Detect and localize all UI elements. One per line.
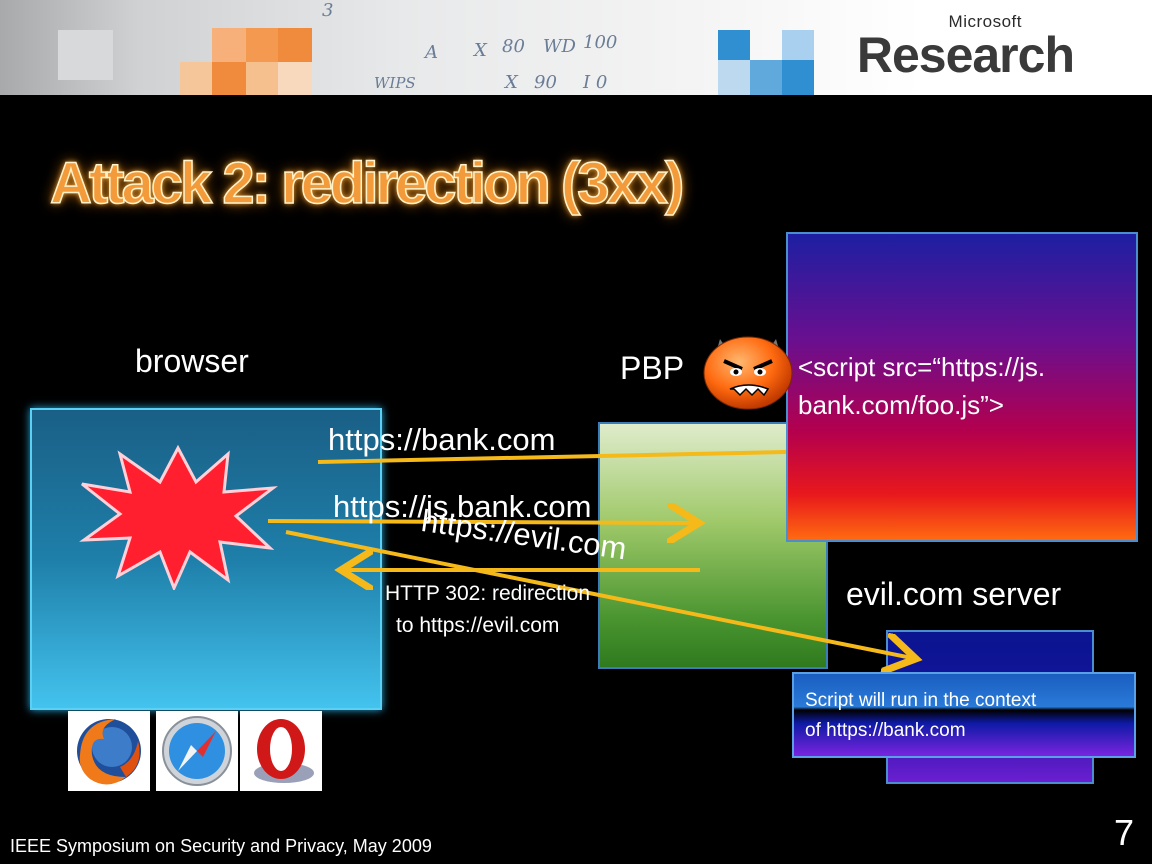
sketch-mark: WIPS [374, 74, 416, 92]
banner-tile [246, 28, 278, 62]
explosion-burst-icon [79, 444, 278, 590]
sketch-mark: WD [543, 36, 576, 57]
banner-tile [58, 30, 113, 80]
bank-url-label: https://bank.com [328, 422, 556, 457]
js-bank-url-label: https://js.bank.com [333, 489, 592, 524]
sketch-mark: X [505, 72, 518, 93]
redirect-label-line1: HTTP 302: redirection [385, 582, 591, 605]
banner-tile [782, 60, 814, 95]
banner-tile [180, 62, 218, 95]
sketch-mark: X [474, 40, 487, 61]
request-js-bank-arrow [267, 521, 695, 523]
script-text-line2: bank.com/foo.js”> [798, 390, 1004, 420]
banner-tile [278, 62, 312, 95]
redirect-label-line2: to https://evil.com [396, 614, 560, 637]
note-line1: Script will run in the context [805, 690, 1037, 711]
sketch-mark: 3 [322, 0, 334, 21]
context-note-text: Script will run in the context of https:… [805, 686, 1036, 746]
footer-venue: IEEE Symposium on Security and Privacy, … [10, 836, 432, 856]
evil-fetch-arrow [285, 530, 912, 658]
script-text-line1: <script src=“https://js. [798, 352, 1046, 382]
script-response-box [786, 232, 1138, 542]
banner-tile [782, 30, 814, 60]
sketch-mark: 100 [583, 32, 618, 53]
banner-tile [278, 28, 312, 62]
header-banner: A X 80 WD 100 WIPS X 90 I 0 3 Microsoft … [0, 0, 1152, 95]
request-bank-arrow [317, 450, 787, 464]
sketch-mark: I 0 [583, 72, 608, 93]
banner-tile [718, 60, 750, 95]
slide-title: Attack 2: redirection (3xx) [49, 150, 685, 217]
sketch-mark: 90 [534, 72, 557, 93]
banner-tile [212, 62, 248, 95]
banner-tile [718, 30, 750, 60]
context-note-box [792, 672, 1136, 758]
pbp-label: PBP [620, 350, 685, 386]
microsoft-wordmark: Microsoft [948, 12, 1022, 31]
browser-label: browser [135, 343, 249, 379]
banner-tile [212, 28, 248, 62]
opera-icon [240, 711, 322, 791]
script-tag-text: <script src=“https://js. bank.com/foo.js… [798, 348, 1045, 424]
banner-tile [246, 62, 278, 95]
note-line2: of https://bank.com [805, 720, 966, 741]
evil-server-label: evil.com server [846, 576, 1062, 612]
research-wordmark: Research [856, 27, 1075, 83]
page-number: 7 [1113, 812, 1134, 853]
firefox-icon [68, 711, 150, 791]
sketch-mark: 80 [502, 36, 525, 57]
safari-icon [156, 711, 238, 791]
angry-devil-face-icon [703, 336, 793, 410]
banner-tile [750, 60, 782, 95]
sketch-mark: A [425, 42, 438, 63]
